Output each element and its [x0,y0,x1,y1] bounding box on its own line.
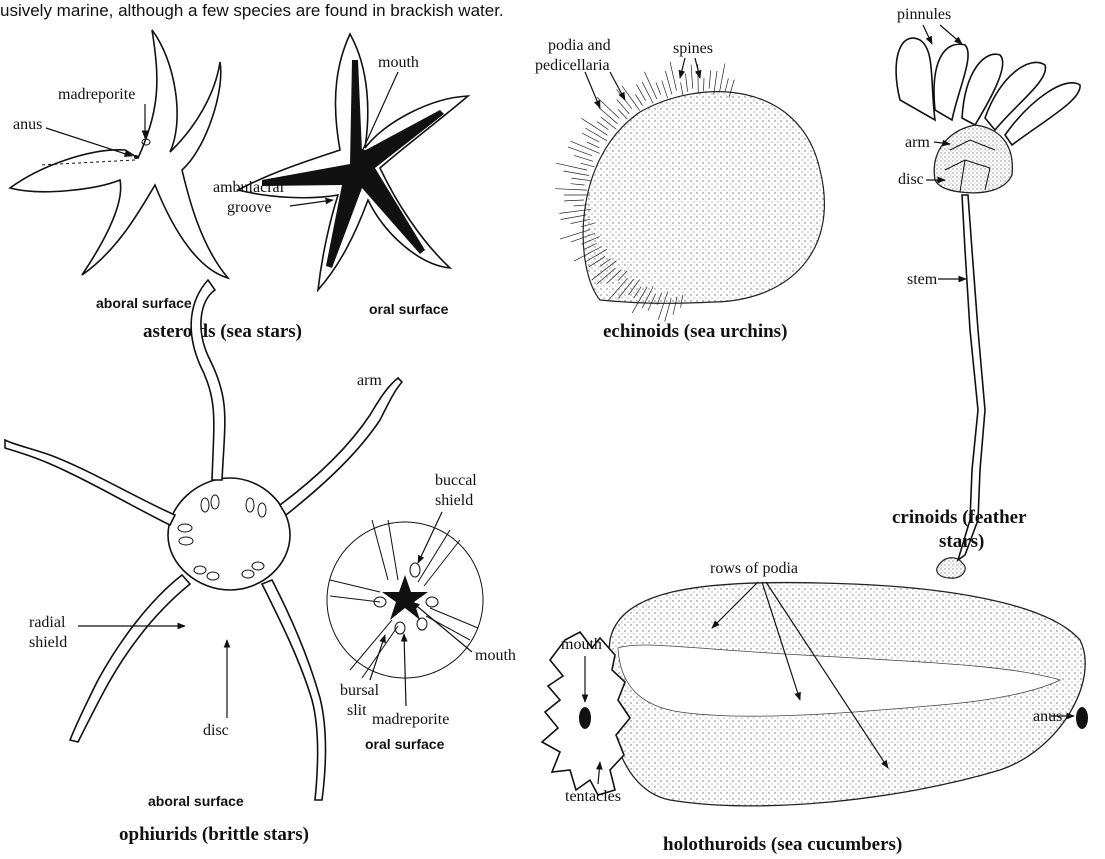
asteroid-oral-figure [238,34,468,290]
urchin-spine [571,178,591,181]
urchin-spine [618,109,627,119]
label-madreporite-ophiurid: madreporite [372,711,449,728]
arrow-pinnules-1 [923,25,932,44]
urchin-spine [617,100,630,114]
urchin-spine [635,94,642,105]
urchin-spine [662,81,668,99]
urchin-spine [564,171,590,176]
urchin-spine [571,184,585,185]
label-disc-ophiurid: disc [203,722,229,739]
label-rows-of-podia: rows of podia [710,560,798,577]
arrow-podia [585,72,600,108]
urchin-spine [597,122,608,130]
label-disc-crinoid: disc [898,171,924,188]
urchin-spine [642,82,653,104]
title-crinoids-1: crinoids (feather [892,507,1027,528]
urchin-spine [581,163,595,167]
caption-ophiurid-oral: oral surface [365,736,445,752]
title-crinoids-2: stars) [939,531,984,552]
arrow-spines-1 [680,58,685,78]
arrow-buccal-shield [418,512,442,563]
label-buccal-1: buccal [435,472,477,489]
label-stem: stem [907,271,938,288]
urchin-spine [725,78,728,91]
urchin-spine [645,72,657,99]
urchin-spine [670,62,677,91]
label-madreporite: madreporite [58,86,135,103]
urchin-spine [599,108,618,124]
asteroid-aboral-figure [10,30,228,278]
urchin-spine [574,155,593,161]
urchin-spine [555,189,587,190]
label-podia-2: pedicellaria [535,57,610,74]
label-ambulacral-2: groove [227,199,271,216]
urchin-spine [656,83,661,95]
label-arm-crinoid: arm [905,134,930,151]
caption-asteroid-aboral: aboral surface [96,295,192,311]
urchin-spine [691,65,693,89]
label-mouth-holothuroid: mouth [561,636,602,653]
label-mouth-ophiurid: mouth [475,647,516,664]
urchin-spine [685,73,687,91]
holothuroid-figure [542,583,1088,806]
label-ambulacral-1: ambulacral [213,179,285,196]
arrow-pinnules-2 [940,25,962,44]
arrow-pedicellaria [610,72,625,100]
urchin-spine [601,117,616,129]
echinoid-figure [555,62,824,322]
urchin-spine [581,118,607,135]
arrow-anus-asteroid [46,128,132,156]
title-echinoids: echinoids (sea urchins) [603,321,787,342]
urchin-spine [681,82,683,95]
urchin-spine [585,128,607,141]
label-arm-ophiurid: arm [357,372,382,389]
label-buccal-2: shield [435,492,473,509]
label-pinnules: pinnules [897,6,951,23]
arrow-spines-2 [695,58,700,78]
label-podia-1: podia and [548,37,611,54]
crinoid-figure [896,38,1080,578]
title-asteroids: asteroids (sea stars) [143,321,302,342]
title-holothuroids: holothuroids (sea cucumbers) [663,834,902,855]
caption-asteroid-oral: oral surface [369,301,449,317]
urchin-spine [571,141,600,153]
urchin-spine [719,64,725,93]
arrow-ambulacral-groove [290,200,333,206]
urchin-spine [587,142,600,148]
label-spines: spines [673,40,713,57]
label-bursal-1: bursal [340,682,380,699]
urchin-spine [704,78,705,91]
label-anus-asteroid: anus [13,116,42,133]
urchin-spine [568,147,592,156]
title-ophiurids: ophiurids (brittle stars) [119,824,309,845]
urchin-spine [709,70,711,88]
urchin-spine [561,215,587,220]
label-radial-2: shield [29,634,67,651]
urchin-spine [665,71,672,94]
label-tentacles: tentacles [565,788,621,805]
arrow-madreporite-ophiurid [404,634,406,706]
intro-text: usively marine, although a few species a… [0,1,504,20]
urchin-spine [556,163,587,170]
caption-ophiurid-aboral: aboral surface [148,793,244,809]
label-bursal-2: slit [347,702,367,719]
label-radial-1: radial [29,614,66,631]
arrow-mouth-ophiurid [412,602,472,652]
urchin-spine [564,200,584,201]
label-mouth-asteroid: mouth [378,54,419,71]
